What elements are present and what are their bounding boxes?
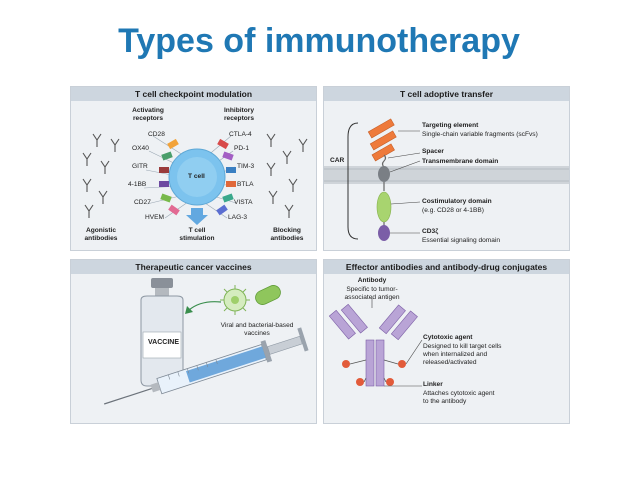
panel-effector-antibodies: Effector antibodies and antibody-drug co… — [323, 259, 570, 424]
blocking-antibodies — [266, 133, 308, 218]
receptor-vista — [222, 193, 234, 203]
stimulation-arrow — [186, 208, 208, 225]
costim-title: Costimulatory domain — [422, 198, 492, 205]
receptor-label-tim3: TIM-3 — [237, 163, 255, 170]
antibody — [328, 303, 418, 387]
t-cell-label: T cell — [188, 173, 205, 180]
activating-receptors-label: Activating receptors — [132, 107, 164, 122]
receptor-cd28 — [167, 138, 179, 150]
transmembrane-label: Transmembrane domain — [422, 158, 499, 165]
receptor-pd1 — [222, 151, 234, 161]
receptor-label-btla: BTLA — [237, 181, 254, 188]
slide-title: Types of immunotherapy — [118, 22, 520, 60]
linker-title: Linker — [423, 381, 443, 388]
panel-header: T cell checkpoint modulation — [71, 87, 316, 101]
panel-header: T cell adoptive transfer — [324, 87, 569, 101]
vaccine-vial — [140, 278, 184, 387]
linker-desc: Attaches cytotoxic agent to the antibody — [423, 390, 495, 405]
panel-header: Effector antibodies and antibody-drug co… — [324, 260, 569, 274]
costim-desc: (e.g. CD28 or 4-1BB) — [422, 207, 484, 214]
targeting-element-title: Targeting element — [422, 122, 479, 129]
agonistic-antibodies-label: Agonistic antibodies — [84, 227, 118, 242]
bacterium — [255, 285, 281, 305]
cd3-zeta-domain — [378, 225, 390, 241]
targeting-element — [367, 118, 397, 162]
panel-header: Therapeutic cancer vaccines — [71, 260, 316, 274]
t-cell-stimulation-label: T cell stimulation — [179, 227, 215, 242]
antibody-title: Antibody — [357, 277, 387, 284]
cytotoxic-agent-title: Cytotoxic agent — [423, 334, 473, 341]
cytotoxic-agent-desc: Designed to kill target cells when inter… — [423, 343, 502, 366]
receptor-label-cd27: CD27 — [134, 199, 151, 206]
checkpoint-diagram — [82, 133, 308, 225]
cell-membrane — [324, 166, 569, 184]
syringe — [103, 327, 309, 405]
receptor-lag3 — [216, 204, 228, 216]
receptor-label-ox40: OX40 — [132, 145, 149, 152]
receptor-hvem — [168, 204, 180, 216]
vaccine-vial-label: VACCINE — [148, 339, 179, 346]
vaccine-diagram — [103, 278, 309, 405]
panel-checkpoint-modulation: T cell checkpoint modulation — [70, 86, 317, 251]
virus-particle — [220, 285, 250, 315]
receptor-label-lag3: LAG-3 — [228, 214, 248, 221]
car-label: CAR — [330, 157, 345, 164]
antibody-drug-conjugate-diagram — [328, 298, 423, 387]
receptor-cd27 — [160, 193, 172, 203]
cytotoxic-agents — [342, 360, 406, 386]
activating-receptors — [159, 138, 180, 216]
blocking-antibodies-label: Blocking antibodies — [270, 227, 304, 242]
antibody-desc: Specific to tumor- associated antigen — [344, 286, 400, 301]
panel-cancer-vaccines: Therapeutic cancer vaccines — [70, 259, 317, 424]
costimulatory-domain — [376, 191, 392, 223]
targeting-element-desc: Single-chain variable fragments (scFvs) — [422, 131, 538, 138]
spacer-label: Spacer — [422, 148, 444, 155]
receptor-label-hvem: HVEM — [145, 214, 165, 221]
receptor-label-vista: VISTA — [234, 199, 253, 206]
receptor-label-cd28: CD28 — [148, 131, 165, 138]
car-bracket — [347, 122, 359, 240]
receptor-label-41bb: 4-1BB — [128, 181, 147, 188]
vaccine-arrow — [188, 301, 222, 311]
panel-adoptive-transfer: T cell adoptive transfer — [323, 86, 570, 251]
receptor-tim3 — [226, 167, 236, 173]
receptor-gitr — [159, 167, 169, 173]
receptor-ctla4 — [217, 138, 229, 150]
inhibitory-receptors-label: Inhibitory receptors — [223, 107, 255, 122]
agonistic-antibodies — [82, 133, 120, 218]
car-diagram — [324, 118, 569, 241]
receptor-label-ctla4: CTLA-4 — [229, 131, 252, 138]
receptor-btla — [226, 181, 236, 187]
spacer — [381, 154, 387, 168]
viral-bacterial-label: Viral and bacterial-based vaccines — [220, 322, 294, 337]
cd3-zeta-title: CD3ζ — [422, 228, 439, 235]
cd3-zeta-desc: Essential signaling domain — [422, 237, 501, 244]
receptor-label-gitr: GITR — [132, 163, 148, 170]
transmembrane-domain — [378, 166, 390, 182]
inhibitory-receptors — [216, 138, 236, 216]
receptor-41bb — [159, 181, 169, 187]
receptor-ox40 — [161, 151, 173, 161]
receptor-label-pd1: PD-1 — [234, 145, 250, 152]
